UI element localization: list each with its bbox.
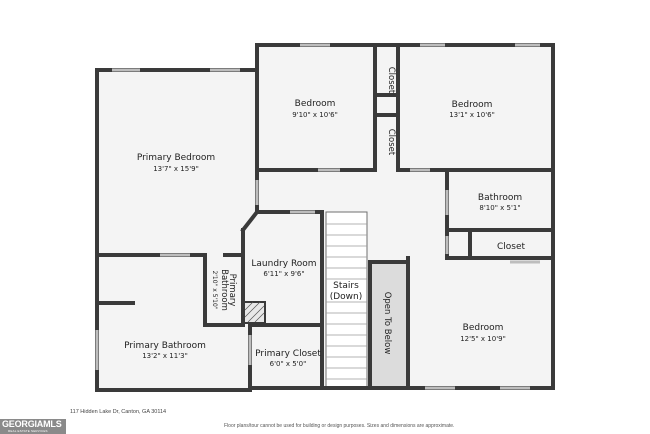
- room-label-closet-mid: Closet: [386, 129, 396, 156]
- open-to-below-area: [370, 262, 407, 388]
- floor-areas: [97, 45, 553, 390]
- room-label-closet-top: Closet: [386, 67, 396, 94]
- property-address: 117 Hidden Lake Dr, Canton, GA 30114: [70, 409, 167, 415]
- open-to-below-label: Open To Below: [382, 292, 392, 355]
- room-label-primary-bathroom: Primary Bathroom: [124, 341, 206, 351]
- room-dims-primary-closet: 6'0" x 5'0": [270, 360, 307, 368]
- room-label-bedroom-2: Bedroom: [452, 100, 493, 110]
- logo-tagline: REAL ESTATE SERVICES: [8, 429, 48, 433]
- room-dims-laundry: 6'11" x 9'6": [263, 270, 304, 278]
- room-label-primary-bath-small-line1: Primary: [227, 274, 237, 307]
- room-label-primary-closet: Primary Closet: [255, 349, 321, 359]
- disclaimer-text: Floor plans/tour cannot be used for buil…: [224, 423, 455, 429]
- room-dims-primary-bathroom: 13'2" x 11'3": [142, 352, 188, 360]
- room-labels: Primary Bedroom 13'7" x 15'9" Bedroom 9'…: [124, 67, 525, 368]
- room-label-bedroom-1: Bedroom: [295, 99, 336, 109]
- room-label-primary-bedroom: Primary Bedroom: [137, 153, 215, 163]
- room-dims-bedroom-2: 13'1" x 10'6": [449, 111, 495, 119]
- room-label-bedroom-3: Bedroom: [463, 323, 504, 333]
- stairs-label-line2: (Down): [330, 292, 363, 302]
- hatched-box: [243, 301, 266, 324]
- room-label-closet-right: Closet: [497, 242, 526, 252]
- stairs: [325, 211, 368, 389]
- georgia-mls-logo: GEORGIAMLS REAL ESTATE SERVICES: [0, 419, 66, 434]
- logo-name: GEORGIAMLS: [2, 419, 62, 429]
- room-dims-bedroom-1: 9'10" x 10'6": [292, 111, 338, 119]
- room-dims-bathroom: 8'10" x 5'1": [479, 204, 520, 212]
- room-label-laundry: Laundry Room: [251, 259, 316, 269]
- room-label-bathroom: Bathroom: [478, 193, 522, 203]
- room-label-primary-bath-small-line2: Bathroom: [219, 269, 229, 311]
- openings: [95, 43, 540, 390]
- room-dims-primary-bedroom: 13'7" x 15'9": [153, 165, 199, 173]
- room-dims-bedroom-3: 12'5" x 10'9": [460, 335, 506, 343]
- room-dims-primary-bath-small: 2'10" x 5'10": [211, 270, 218, 309]
- stairs-label-line1: Stairs: [333, 281, 359, 291]
